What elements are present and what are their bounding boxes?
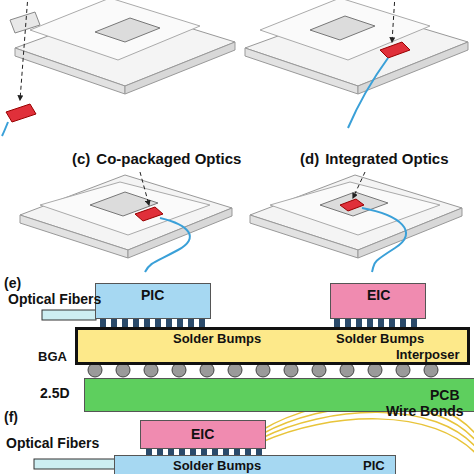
eic-chip: EIC <box>330 283 426 319</box>
chip-label: PCB <box>430 388 460 403</box>
panel-title: 2.5D <box>40 386 70 401</box>
chip-label: Solder Bumps <box>173 332 261 346</box>
pic-chip: Solder Bumps PIC <box>114 455 396 474</box>
part-label: Wire Bonds <box>386 404 464 419</box>
chip-label: EIC <box>367 288 390 303</box>
interposer: Solder Bumps Solder BumpsInterposer <box>75 327 470 365</box>
package-sketch <box>245 0 468 128</box>
package-sketch <box>20 172 232 272</box>
panel-title: Co-packaged Optics <box>96 151 241 168</box>
chip-label: PIC <box>141 288 164 303</box>
eic-chip: EIC <box>140 420 266 449</box>
package-sketch <box>250 172 462 272</box>
chip-label: Solder Bumps <box>173 459 261 473</box>
chip-label: Interposer <box>396 348 460 362</box>
part-label: Optical Fibers <box>8 292 101 307</box>
panel-letter: (e) <box>4 276 21 291</box>
panel-letter: (c) <box>72 151 90 168</box>
panel-letter: (f) <box>4 410 18 425</box>
panel-letter: (d) <box>300 151 319 168</box>
chip-label: EIC <box>191 427 214 442</box>
optical-fiber <box>34 459 116 469</box>
optical-fiber <box>42 310 96 320</box>
part-label: BGA <box>38 350 67 364</box>
package-sketch <box>2 0 235 136</box>
panel-title: Integrated Optics <box>325 151 448 168</box>
pic-chip: PIC <box>95 283 211 319</box>
chip-label: Solder Bumps <box>336 332 424 346</box>
chip-label: PIC <box>363 459 385 473</box>
part-label: Optical Fibers <box>6 436 99 451</box>
